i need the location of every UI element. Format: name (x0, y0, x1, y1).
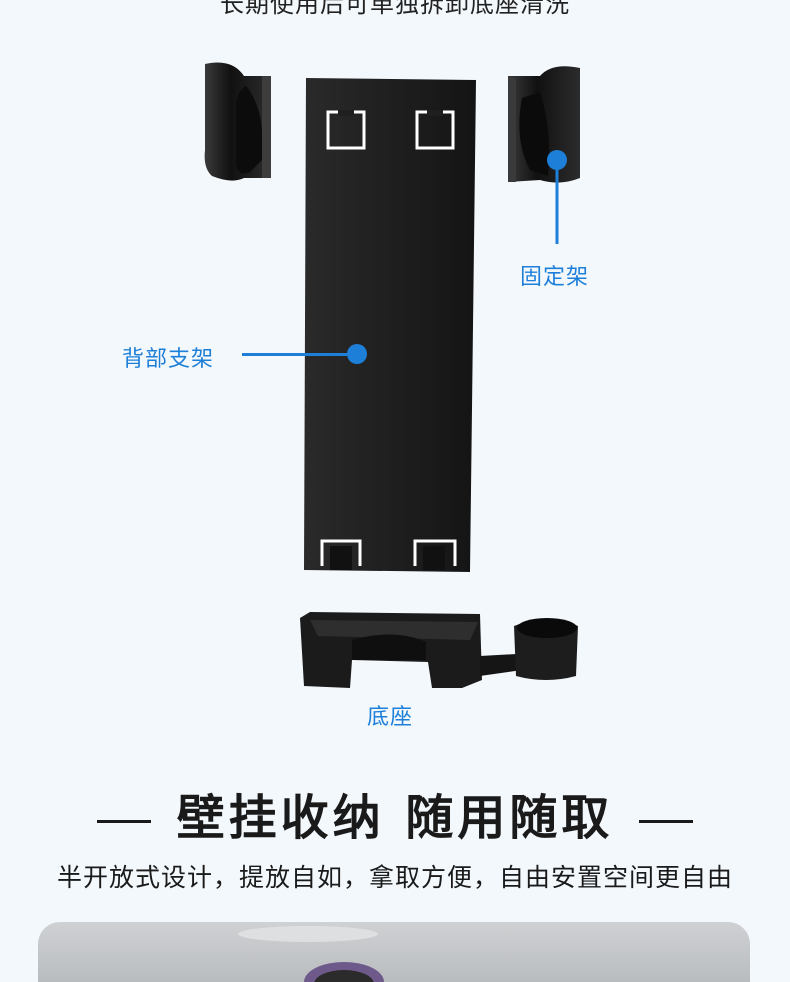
callout-label-mount: 固定架 (520, 265, 590, 290)
headline-dash-right (639, 819, 694, 823)
right-mount-clip (508, 66, 580, 183)
back-plate (304, 78, 476, 572)
headline-dash-left (96, 819, 151, 823)
headline-text: 壁挂收纳 随用随取 (176, 790, 614, 846)
subline: 半开放式设计，提放自如，拿取方便，自由安置空间更自由 (56, 863, 733, 892)
callout-label-base: 底座 (367, 705, 414, 730)
callout-marker-back-bracket (242, 344, 367, 364)
base-part (300, 612, 578, 688)
callout-label-back-bracket: 背部支架 (122, 347, 215, 372)
left-mount-clip (204, 62, 271, 181)
callout-marker-mount (547, 150, 567, 244)
exploded-parts-illustration (204, 62, 580, 688)
headline: 壁挂收纳 随用随取 (0, 778, 790, 848)
top-caption: 长期使用后可单独拆卸底座清洗 (220, 0, 570, 18)
product-photo (38, 922, 750, 982)
product-photo-art (238, 926, 384, 982)
